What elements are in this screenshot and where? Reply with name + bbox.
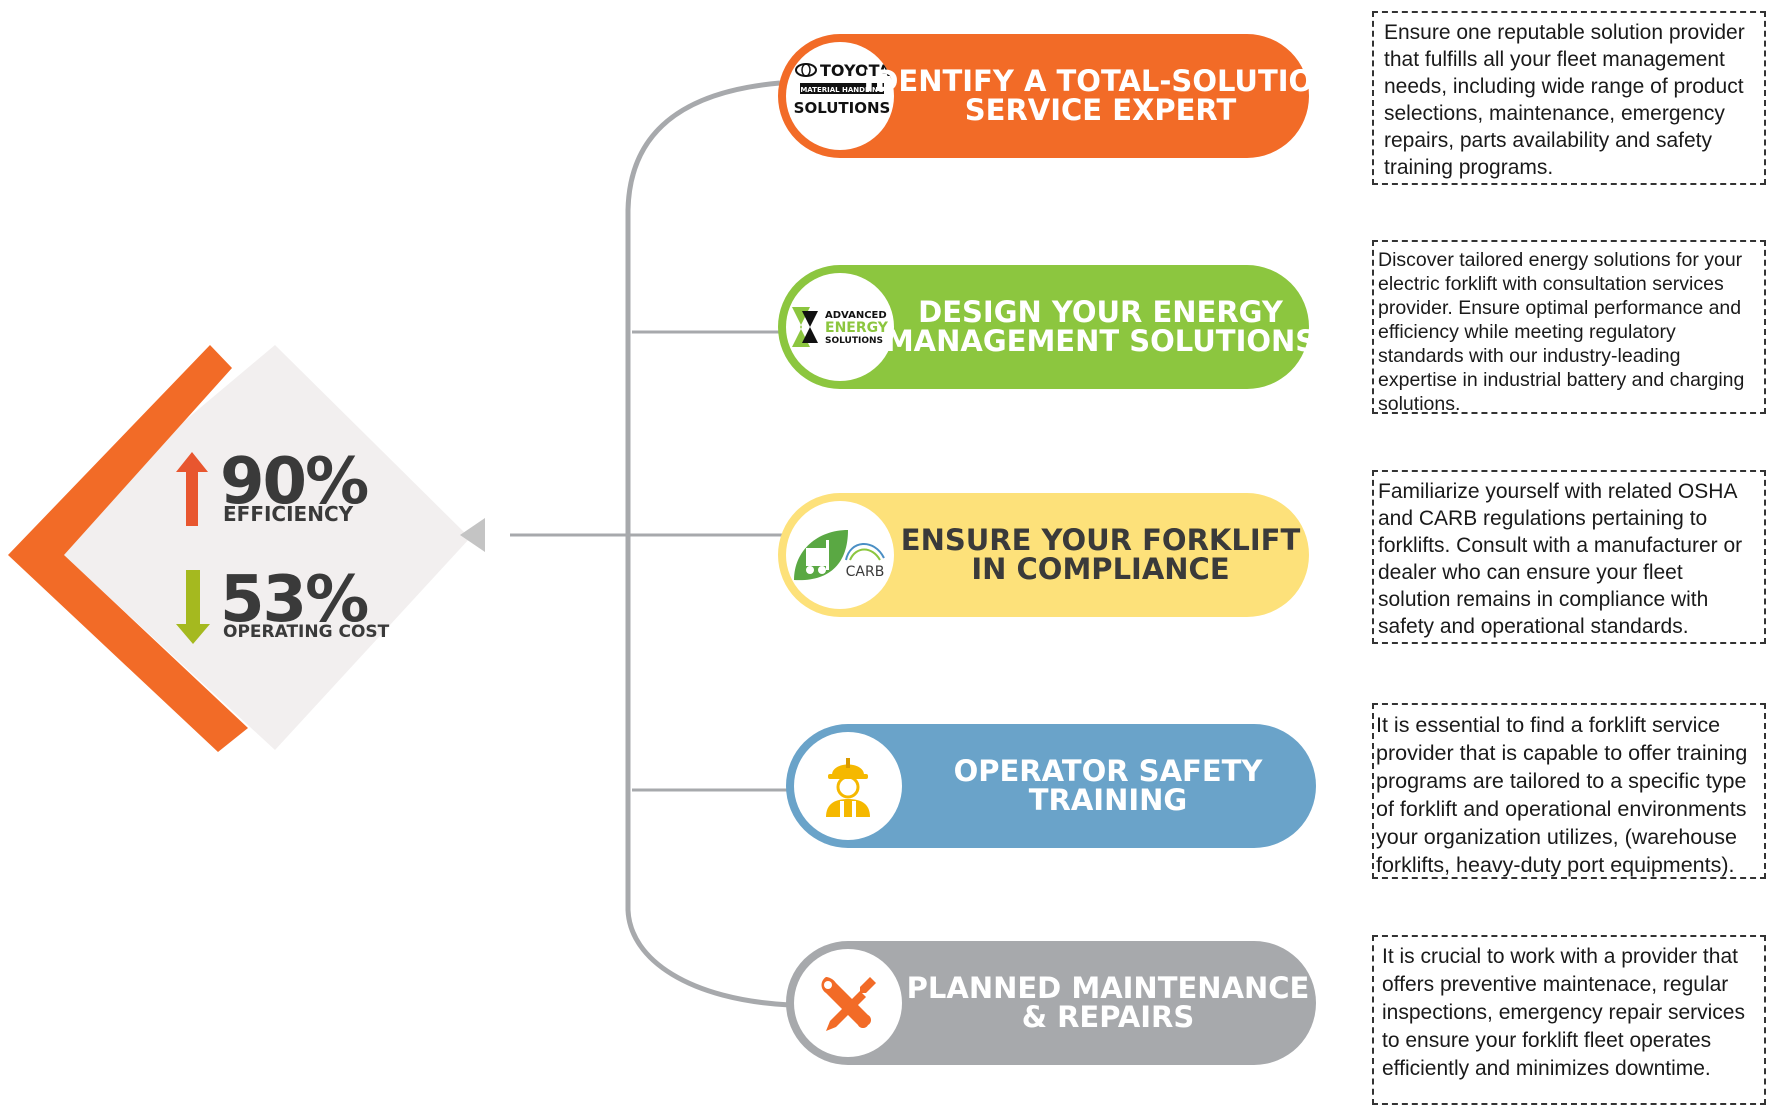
carb-forklift-leaf-icon: CARB — [786, 501, 894, 609]
step-title-line: PLANNED MAINTENANCE — [906, 971, 1310, 1005]
step-maintenance-repairs: PLANNED MAINTENANCE & REPAIRS — [786, 941, 1316, 1065]
toyota-subline-text: MATERIAL HANDLING — [800, 86, 884, 94]
arrow-down-icon — [176, 570, 210, 644]
description-box-maintenance: It is crucial to work with a provider th… — [1372, 935, 1766, 1105]
step-identify-expert: TOYOTA MATERIAL HANDLING SOLUTIONS IDENT… — [778, 34, 1338, 158]
step-title-line: IN COMPLIANCE — [971, 552, 1230, 586]
diamond-panel — [45, 345, 470, 750]
description-box-training: It is essential to find a forklift servi… — [1372, 703, 1766, 879]
toyota-logo-icon: TOYOTA MATERIAL HANDLING SOLUTIONS — [786, 42, 894, 150]
connector-arrowhead — [460, 518, 485, 552]
description-box-energy: Discover tailored energy solutions for y… — [1372, 240, 1766, 415]
carb-text: CARB — [846, 564, 885, 580]
step-compliance: CARB ENSURE YOUR FORKLIFT IN COMPLIANCE — [778, 493, 1309, 617]
step-title-line: DESIGN YOUR ENERGY — [918, 295, 1283, 329]
step-title-line: ENSURE YOUR FORKLIFT — [900, 523, 1301, 557]
toyota-brand-text: TOYOTA — [820, 61, 890, 80]
step-title-line: MANAGEMENT SOLUTIONS — [884, 324, 1317, 358]
step-title: ENSURE YOUR FORKLIFT IN COMPLIANCE — [900, 493, 1301, 617]
hardhat-worker-icon — [794, 732, 902, 840]
stat-value: 53% — [220, 563, 369, 637]
step-title: DESIGN YOUR ENERGY MANAGEMENT SOLUTIONS — [885, 265, 1316, 389]
step-title: IDENTIFY A TOTAL-SOLUTION SERVICE EXPERT — [864, 34, 1338, 158]
description-box-identify: Ensure one reputable solution provider t… — [1372, 11, 1766, 185]
wrench-screwdriver-icon — [794, 949, 902, 1057]
energy-line1-text: ADVANCED — [825, 310, 887, 321]
step-title-line: TRAINING — [1028, 783, 1188, 817]
step-title: OPERATOR SAFETY TRAINING — [910, 724, 1306, 848]
stat-label: OPERATING COST — [223, 622, 390, 642]
arrow-up-icon — [176, 452, 208, 526]
description-box-compliance: Familiarize yourself with related OSHA a… — [1372, 470, 1766, 644]
step-title-line: IDENTIFY A TOTAL-SOLUTION — [863, 64, 1338, 98]
step-title-line: & REPAIRS — [1021, 1000, 1195, 1034]
orange-chevron — [8, 345, 248, 752]
step-title: PLANNED MAINTENANCE & REPAIRS — [907, 941, 1310, 1065]
step-title-line: SERVICE EXPERT — [964, 93, 1237, 127]
energy-line2-text: ENERGY — [825, 320, 889, 336]
step-energy-management: ADVANCED ENERGY SOLUTIONS DESIGN YOUR EN… — [778, 265, 1316, 389]
step-operator-training: OPERATOR SAFETY TRAINING — [786, 724, 1316, 848]
step-title-line: OPERATOR SAFETY — [953, 754, 1263, 788]
advanced-energy-logo-icon: ADVANCED ENERGY SOLUTIONS — [786, 273, 894, 381]
energy-line3-text: SOLUTIONS — [825, 336, 883, 346]
toyota-name-text: SOLUTIONS — [794, 99, 890, 117]
stat-value: 90% — [220, 445, 369, 519]
connector-bracket — [625, 80, 791, 1008]
stat-label: EFFICIENCY — [223, 502, 354, 526]
